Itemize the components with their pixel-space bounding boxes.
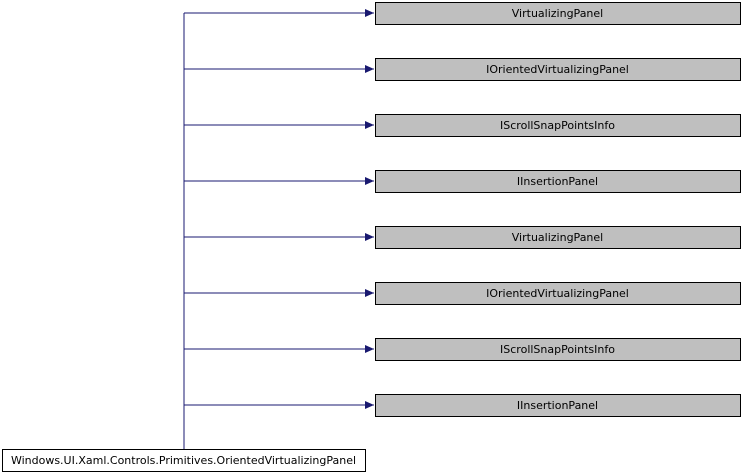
- target-node-box: [375, 114, 741, 137]
- target-node-label: IOrientedVirtualizingPanel: [486, 63, 629, 76]
- target-node-box: [375, 338, 741, 361]
- target-node[interactable]: IInsertionPanel: [375, 170, 741, 193]
- source-node-label: Windows.UI.Xaml.Controls.Primitives.Orie…: [11, 454, 356, 467]
- source-node[interactable]: Windows.UI.Xaml.Controls.Primitives.Orie…: [2, 449, 366, 472]
- target-node[interactable]: IInsertionPanel: [375, 394, 741, 417]
- edges-layer: [183, 9, 374, 449]
- target-node-box: [375, 226, 741, 249]
- target-node[interactable]: IScrollSnapPointsInfo: [375, 338, 741, 361]
- target-node-box: [375, 282, 741, 305]
- target-node[interactable]: IOrientedVirtualizingPanel: [375, 58, 741, 81]
- target-node-label: IScrollSnapPointsInfo: [500, 119, 615, 132]
- target-node-box: [375, 2, 741, 25]
- target-node-label: IInsertionPanel: [517, 399, 598, 412]
- target-node-box: [375, 394, 741, 417]
- target-node[interactable]: IOrientedVirtualizingPanel: [375, 282, 741, 305]
- target-node-label: IOrientedVirtualizingPanel: [486, 287, 629, 300]
- target-node[interactable]: VirtualizingPanel: [375, 226, 741, 249]
- target-node[interactable]: VirtualizingPanel: [375, 2, 741, 25]
- target-node-box: [375, 58, 741, 81]
- target-node[interactable]: IScrollSnapPointsInfo: [375, 114, 741, 137]
- target-node-box: [375, 170, 741, 193]
- target-node-label: IScrollSnapPointsInfo: [500, 343, 615, 356]
- target-node-label: IInsertionPanel: [517, 175, 598, 188]
- target-node-label: VirtualizingPanel: [512, 231, 603, 244]
- target-node-label: VirtualizingPanel: [512, 7, 603, 20]
